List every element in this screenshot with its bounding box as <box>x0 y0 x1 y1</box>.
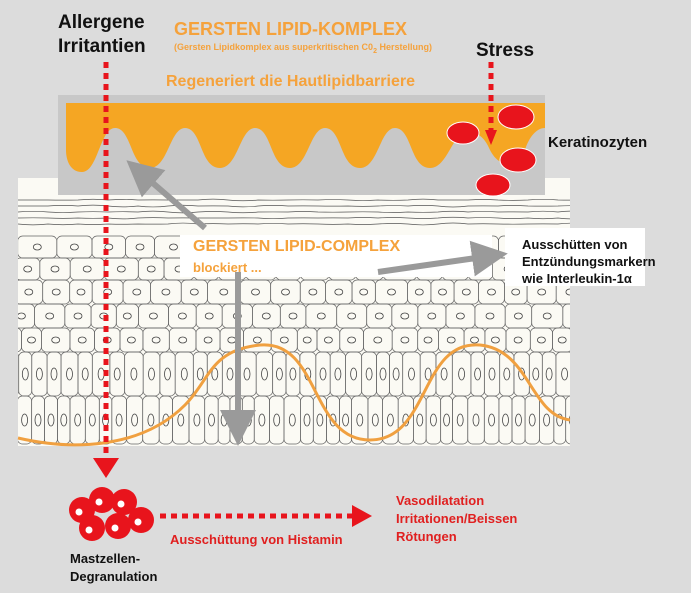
subtitle-text: (Gersten Lipidkomplex aus superkritische… <box>174 42 374 52</box>
label-blockiert: blockiert ... <box>193 260 262 275</box>
effect-line-2: Irritationen/Beissen <box>396 511 518 526</box>
markers-line-2: Entzündungsmarkern <box>522 254 656 269</box>
effect-line-3: Rötungen <box>396 529 457 544</box>
label-effects: Vasodilatation Irritationen/Beissen Rötu… <box>396 492 517 546</box>
mast-line-1: Mastzellen- <box>70 551 141 566</box>
subtitle-subscript: 2 <box>373 47 377 55</box>
markers-label-box <box>505 228 645 286</box>
label-complex: GERSTEN LIPID-COMPLEX <box>193 238 401 255</box>
complex-label-box <box>180 235 492 277</box>
mast-line-2: Degranulation <box>70 569 158 584</box>
arrow-to-markers <box>377 240 508 277</box>
diagram-title: GERSTEN LIPID-KOMPLEX <box>174 19 408 39</box>
stress-arrowhead <box>485 130 497 145</box>
lipid-wave <box>66 103 545 172</box>
label-allergene: Allergene <box>58 12 145 33</box>
keratinocyte-cells <box>446 104 537 197</box>
skin-panel <box>18 178 570 446</box>
label-markers: Ausschütten von Entzündungsmarkern wie I… <box>522 236 656 287</box>
dermis-boundary-line <box>17 343 571 447</box>
label-keratinozyten: Keratinozyten <box>548 134 648 151</box>
label-stress: Stress <box>476 40 535 61</box>
label-mastzellen: Mastzellen- Degranulation <box>70 550 157 586</box>
allergen-arrowhead <box>93 458 119 478</box>
label-histamin: Ausschüttung von Histamin <box>170 532 343 547</box>
histamine-arrowhead <box>352 505 372 527</box>
label-irritantien: Irritantien <box>58 36 146 57</box>
arrow-to-barrier <box>126 160 207 231</box>
markers-line-3: wie Interleukin-1α <box>522 271 632 286</box>
effect-line-1: Vasodilatation <box>396 493 485 508</box>
markers-line-1: Ausschütten von <box>522 237 628 252</box>
diagram-subtitle: (Gersten Lipidkomplex aus superkritische… <box>174 42 432 55</box>
mast-cells <box>69 487 154 541</box>
subtitle-text-end: Herstellung) <box>376 42 432 52</box>
label-regeneriert: Regeneriert die Hautlipidbarriere <box>166 73 415 90</box>
